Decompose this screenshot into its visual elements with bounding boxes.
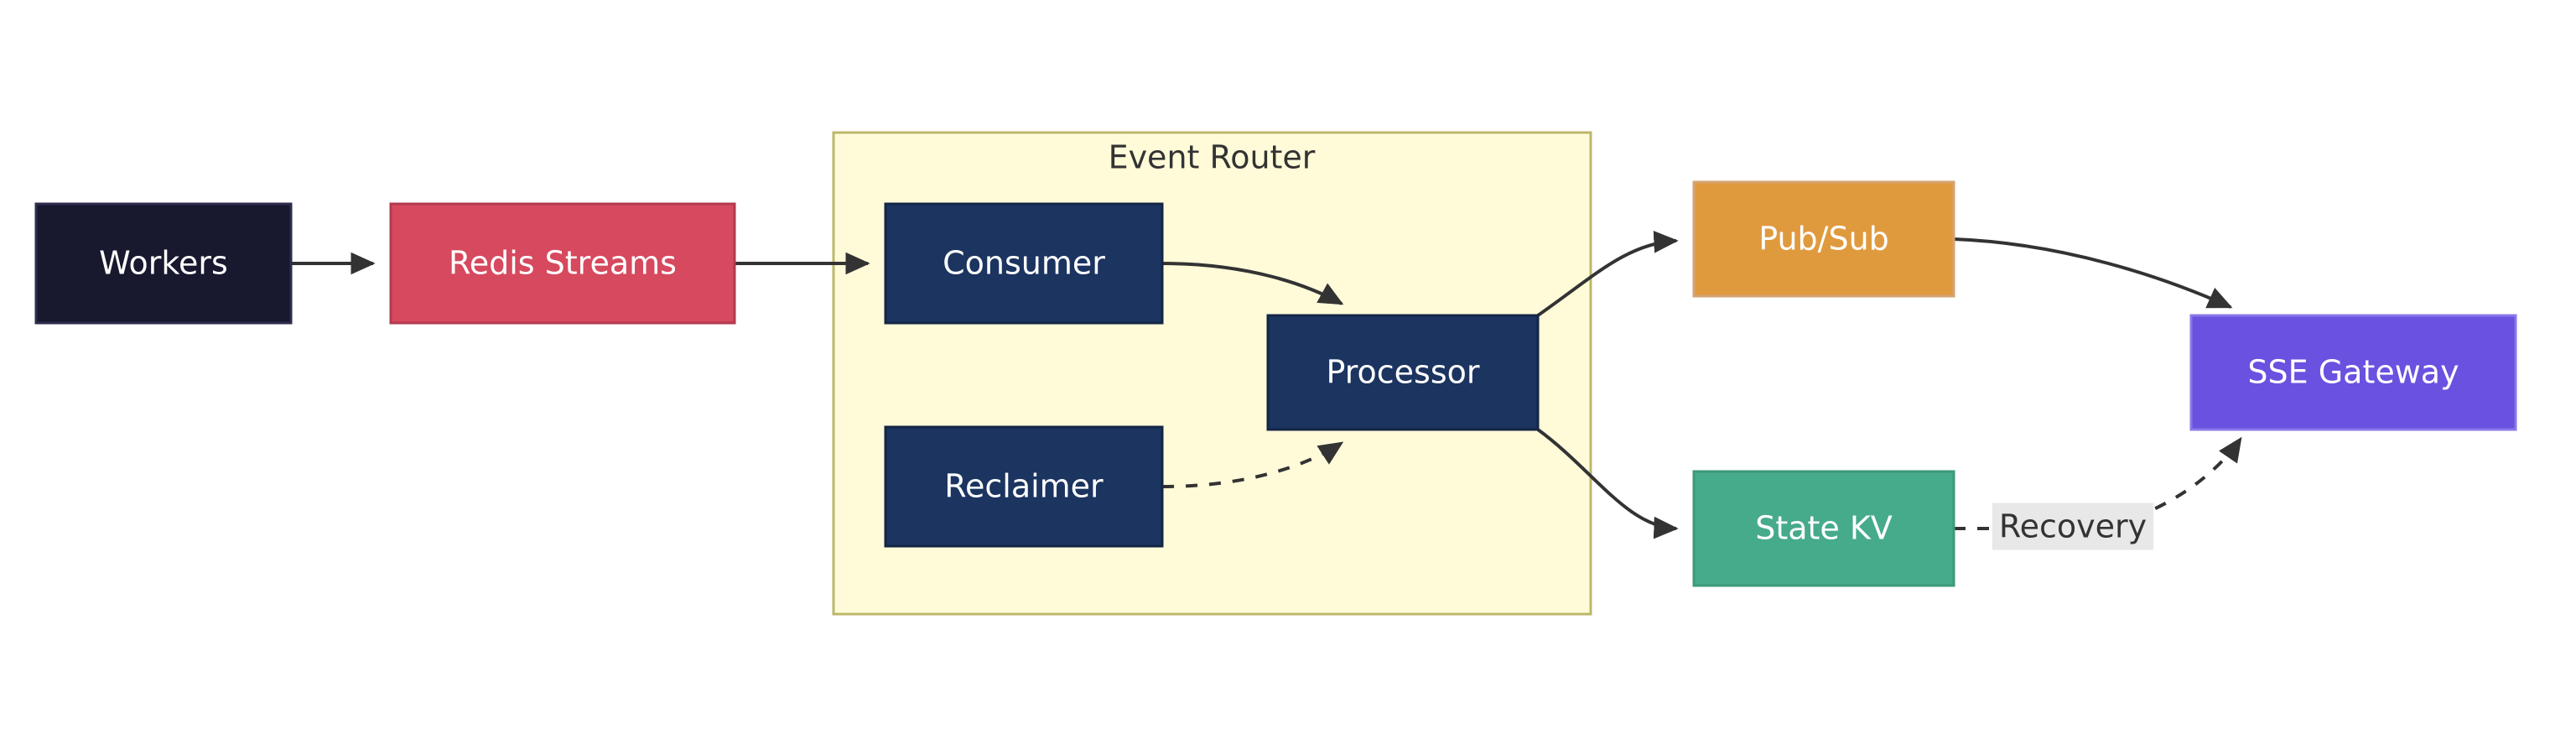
node-processor-label: Processor bbox=[1326, 354, 1479, 391]
node-layer: Workers Redis Streams Consumer Reclaimer… bbox=[34, 180, 2517, 587]
node-consumer[interactable]: Consumer bbox=[884, 202, 1164, 325]
node-workers-label: Workers bbox=[99, 245, 228, 282]
node-pub-sub[interactable]: Pub/Sub bbox=[1692, 180, 1955, 298]
node-workers[interactable]: Workers bbox=[34, 202, 293, 325]
edge-pubsub-to-sse[interactable] bbox=[1953, 237, 2233, 309]
node-reclaimer[interactable]: Reclaimer bbox=[884, 425, 1164, 548]
edge-processor-to-statekv-path bbox=[1536, 428, 1679, 539]
edge-processor-to-pubsub[interactable] bbox=[1536, 231, 1679, 317]
edge-label-recovery-text: Recovery bbox=[1999, 508, 2147, 545]
node-pub-sub-rect bbox=[1692, 180, 1955, 298]
node-state-kv[interactable]: State KV bbox=[1692, 470, 1955, 587]
node-redis-streams[interactable]: Redis Streams bbox=[389, 202, 736, 325]
node-redis-streams-label: Redis Streams bbox=[449, 245, 677, 282]
node-reclaimer-label: Reclaimer bbox=[944, 468, 1104, 505]
edge-consumer-to-processor-path bbox=[1161, 262, 1344, 305]
edge-reclaimer-to-processor[interactable] bbox=[1161, 441, 1344, 488]
node-workers-rect bbox=[34, 202, 293, 325]
edge-consumer-to-processor[interactable] bbox=[1161, 262, 1344, 305]
node-state-kv-rect bbox=[1692, 470, 1955, 587]
node-state-kv-label: State KV bbox=[1755, 510, 1893, 547]
node-sse-gateway-rect bbox=[2189, 314, 2517, 431]
node-pub-sub-label: Pub/Sub bbox=[1758, 221, 1889, 258]
node-processor-rect bbox=[1266, 314, 1540, 431]
node-sse-gateway[interactable]: SSE Gateway bbox=[2189, 314, 2517, 431]
edge-layer bbox=[291, 231, 2241, 539]
subgraph-event-router-label: Event Router bbox=[1109, 139, 1316, 176]
node-redis-streams-rect bbox=[389, 202, 736, 325]
edge-label-recovery-bg bbox=[1992, 503, 2154, 550]
edge-processor-to-pubsub-path bbox=[1536, 231, 1679, 317]
edge-label-recovery: Recovery bbox=[1992, 503, 2154, 550]
edge-reclaimer-to-processor-path bbox=[1161, 441, 1344, 488]
edge-pubsub-to-sse-path bbox=[1953, 237, 2233, 309]
node-consumer-label: Consumer bbox=[943, 245, 1105, 282]
node-reclaimer-rect bbox=[884, 425, 1164, 548]
edge-processor-to-statekv[interactable] bbox=[1536, 428, 1679, 539]
node-consumer-rect bbox=[884, 202, 1164, 325]
node-sse-gateway-label: SSE Gateway bbox=[2247, 354, 2459, 391]
node-processor[interactable]: Processor bbox=[1266, 314, 1540, 431]
